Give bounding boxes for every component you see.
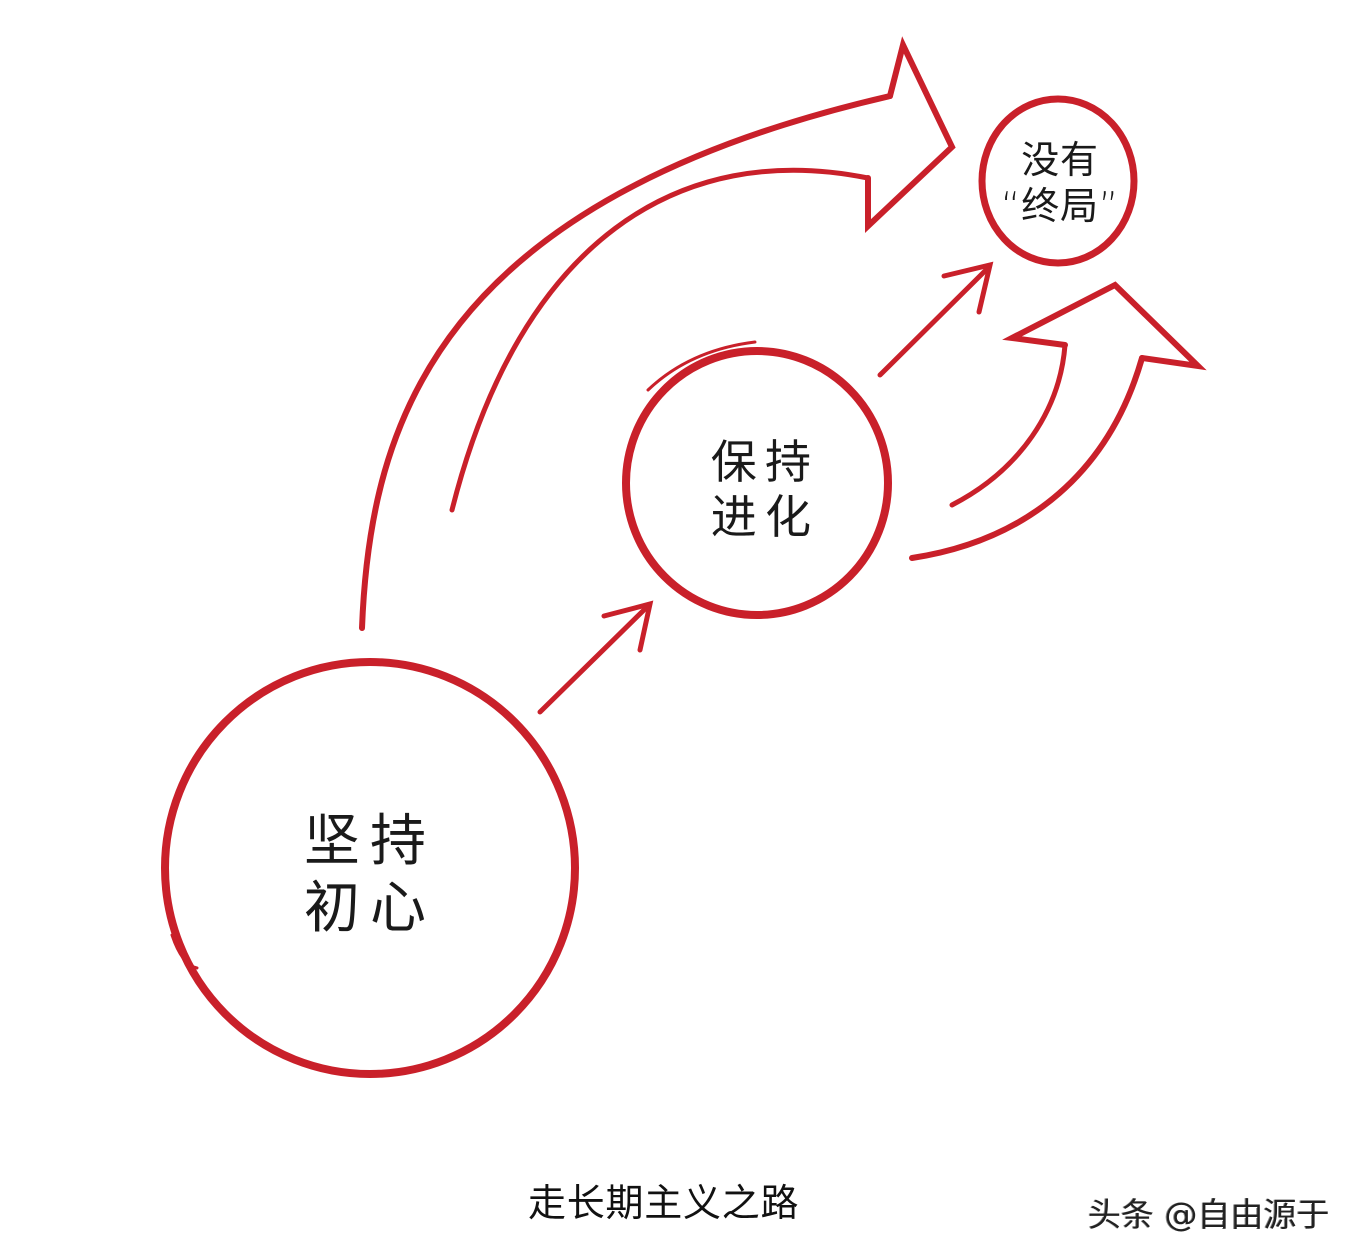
- node-end-line2: “终局”: [1000, 183, 1120, 228]
- arrow-middle-to-end: [877, 261, 994, 378]
- node-middle-line1: 保持: [710, 435, 820, 489]
- arrow-start-to-middle: [537, 600, 654, 715]
- circle-end: [978, 95, 1138, 267]
- circle-middle: [622, 340, 892, 619]
- node-start-line1: 坚持: [303, 809, 437, 874]
- diagram-caption: 走长期主义之路: [528, 1181, 800, 1225]
- node-middle-line2: 进化: [710, 490, 820, 545]
- node-middle-label: 保持 进化: [690, 435, 840, 545]
- node-end-label: 没有 “终局”: [990, 138, 1130, 229]
- node-end-line1: 没有: [1021, 138, 1099, 182]
- node-start-line2: 初心: [303, 876, 437, 942]
- circle-start: [161, 658, 579, 1078]
- right-curved-arrow: [909, 281, 1207, 561]
- watermark: 头条 @自由源于: [1088, 1195, 1330, 1234]
- node-start-label: 坚持 初心: [290, 808, 450, 942]
- big-curved-arrow: [359, 36, 956, 631]
